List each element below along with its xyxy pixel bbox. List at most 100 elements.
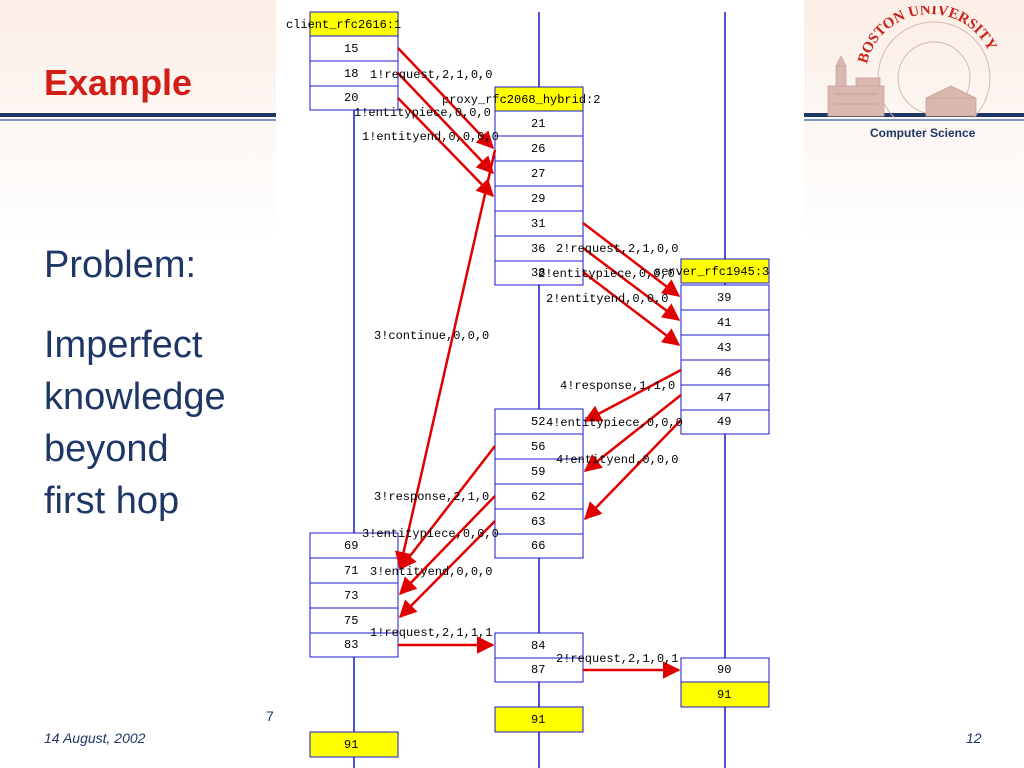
event-label: 31	[531, 217, 545, 231]
event-label: 59	[531, 465, 545, 479]
event-label: 18	[344, 67, 358, 81]
event-label: 27	[531, 167, 545, 181]
message-arrow	[582, 247, 681, 321]
event-label: 62	[531, 490, 545, 504]
message-label: 3!entityend,0,0,0	[370, 565, 492, 579]
message-label: 4!entityend,0,0,0	[556, 453, 678, 467]
message-arrow	[583, 394, 682, 472]
message-arrow	[582, 222, 681, 297]
event-box	[680, 334, 770, 361]
footer-date: 14 August, 2002	[44, 730, 146, 746]
slide-title: Example	[44, 62, 193, 103]
event-label: 63	[531, 515, 545, 529]
event-label: 36	[531, 242, 545, 256]
event-box	[494, 632, 584, 659]
header-label-server: server_rfc1945:3	[654, 265, 769, 279]
event-label: 71	[344, 564, 358, 578]
message-label: 1!request,2,1,1,1	[370, 626, 492, 640]
message-label: 3!continue,0,0,0	[374, 329, 489, 343]
event-label: 91	[531, 713, 545, 727]
sequence-diagram: client_rfc2616:1 proxy_rfc2068_hybrid:2 …	[276, 0, 804, 768]
event-label: 21	[531, 117, 545, 131]
event-box	[309, 60, 399, 87]
event-box	[680, 409, 770, 435]
logo-text: BOSTON UNIVERSITY	[855, 6, 999, 65]
boston-university-logo: BOSTON UNIVERSITY	[827, 6, 1000, 118]
message-label: 1!entityend,0,0,0,0	[362, 130, 499, 144]
header-box-server	[680, 258, 770, 284]
event-box	[309, 632, 399, 658]
event-box	[680, 284, 770, 311]
message-arrow	[397, 97, 495, 198]
department-label: Computer Science	[870, 126, 976, 140]
event-label: 66	[531, 539, 545, 553]
body-line-2: knowledge	[44, 376, 226, 418]
event-box	[494, 260, 584, 286]
message-label: 1!request,2,1,0,0	[370, 68, 492, 82]
event-label: 49	[717, 415, 731, 429]
message-label: 4!entitypiece,0,0,0	[546, 416, 683, 430]
event-box	[309, 582, 399, 609]
event-label: 15	[344, 42, 358, 56]
event-box	[494, 508, 584, 535]
page-number: 12	[966, 730, 982, 746]
message-arrow	[398, 520, 496, 619]
event-box	[494, 135, 584, 162]
header-label-client: client_rfc2616:1	[286, 18, 401, 32]
message-label: 2!entityend,0,0,0	[546, 292, 668, 306]
message-label: 1!entitypiece,0,0,0	[354, 106, 491, 120]
event-label: 83	[344, 638, 358, 652]
event-box	[494, 408, 584, 435]
event-label: 84	[531, 639, 545, 653]
event-label: 87	[531, 663, 545, 677]
body-line-3: beyond	[44, 428, 169, 470]
final-event-box	[494, 706, 584, 733]
body-line-1: Imperfect	[44, 324, 203, 366]
event-label: 56	[531, 440, 545, 454]
body-line-4: first hop	[44, 480, 180, 522]
header-label-proxy: proxy_rfc2068_hybrid:2	[442, 93, 600, 107]
event-box	[494, 483, 584, 510]
event-box	[494, 533, 584, 559]
event-box	[680, 359, 770, 386]
svg-text:BOSTON UNIVERSITY: BOSTON UNIVERSITY	[855, 6, 999, 65]
message-label: 2!request,2,1,0,1	[556, 652, 678, 666]
message-arrow	[397, 47, 495, 150]
event-label: 52	[531, 415, 545, 429]
final-event-box	[309, 731, 399, 758]
message-label: 2!entitypiece,0,0,0	[538, 267, 675, 281]
message-arrow	[582, 271, 681, 346]
message-label: 2!request,2,1,0,0	[556, 242, 678, 256]
event-box	[680, 309, 770, 336]
event-box	[494, 160, 584, 187]
event-label: 69	[344, 539, 358, 553]
message-arrow	[398, 495, 496, 596]
event-label: 73	[344, 589, 358, 603]
event-box	[494, 110, 584, 137]
event-box	[494, 185, 584, 212]
event-label: 29	[531, 192, 545, 206]
event-label: 91	[717, 688, 731, 702]
event-label: 46	[717, 366, 731, 380]
event-label: 90	[717, 663, 731, 677]
event-label: 38	[531, 266, 545, 280]
event-box	[680, 384, 770, 411]
final-event-box	[680, 681, 770, 708]
event-box	[494, 210, 584, 237]
event-label: 75	[344, 614, 358, 628]
message-arrow	[395, 149, 497, 570]
message-arrow	[397, 72, 495, 175]
message-arrow	[399, 445, 496, 571]
footer-fragment: 7	[266, 708, 274, 724]
event-label: 41	[717, 316, 731, 330]
message-label: 3!response,2,1,0	[374, 490, 489, 504]
event-box	[309, 85, 399, 111]
message-label: 3!entitypiece,0,0,0	[362, 527, 499, 541]
message-arrow	[583, 419, 682, 521]
message-arrow	[583, 368, 682, 423]
message-label: 4!response,1,1,0	[560, 379, 675, 393]
event-label: 20	[344, 91, 358, 105]
event-label: 47	[717, 391, 731, 405]
problem-label: Problem:	[44, 244, 197, 286]
event-label: 43	[717, 341, 731, 355]
